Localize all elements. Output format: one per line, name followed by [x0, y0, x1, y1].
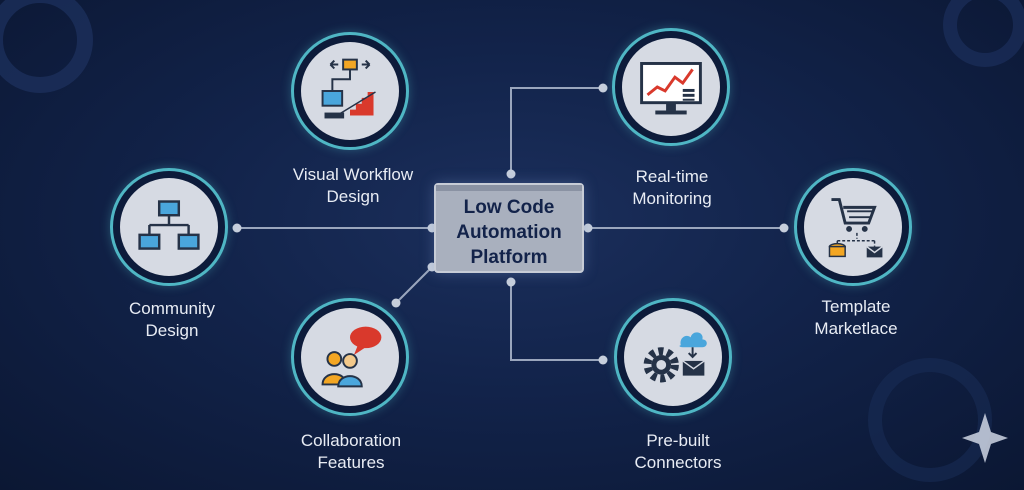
node-pre-built-connectors[interactable]: [614, 298, 732, 416]
gear-top-right-icon: [943, 0, 1024, 67]
connector-dot: [232, 223, 242, 233]
connector-monitoring: [510, 87, 605, 175]
connector-dot: [779, 223, 789, 233]
node-collaboration-features[interactable]: [291, 298, 409, 416]
people-chat-icon: [321, 326, 382, 388]
node-real-time-monitoring[interactable]: [612, 28, 730, 146]
label-real-time-monitoring: Real-time Monitoring: [632, 167, 712, 208]
gear-top-left-icon: [0, 0, 93, 93]
shopping-cart-icon: [828, 198, 883, 258]
node-template-marketplace[interactable]: [794, 168, 912, 286]
connector-connectors: [510, 281, 605, 361]
hierarchy-icon: [138, 200, 200, 250]
connector-dot: [506, 169, 516, 179]
connector-collaboration: [394, 266, 433, 305]
connector-dot: [583, 223, 593, 233]
monitor-chart-icon: [640, 62, 702, 115]
node-community-design[interactable]: [110, 168, 228, 286]
workflow-staircase-icon: [321, 58, 376, 119]
connector-dot: [598, 83, 608, 93]
center-box-header: [436, 185, 582, 191]
label-pre-built-connectors: Pre-built Connectors: [634, 431, 722, 472]
label-community-design: Community Design: [129, 299, 215, 340]
label-collaboration-features: Collaboration Features: [300, 431, 402, 472]
connector-dot: [506, 277, 516, 287]
label-visual-workflow-design: Visual Workflow Design: [292, 165, 414, 206]
connector-dot: [598, 355, 608, 365]
connector-dot: [391, 298, 401, 308]
center-platform-box[interactable]: Low Code Automation Platform: [434, 183, 584, 273]
gear-bottom-right-icon: [868, 358, 992, 482]
label-template-marketplace: Template Marketlace: [814, 297, 898, 338]
center-platform-label: Low Code Automation Platform: [456, 197, 562, 268]
node-visual-workflow-design[interactable]: [291, 32, 409, 150]
sparkle-icon: [962, 413, 1008, 463]
gear-cloud-mail-icon: [643, 332, 707, 383]
